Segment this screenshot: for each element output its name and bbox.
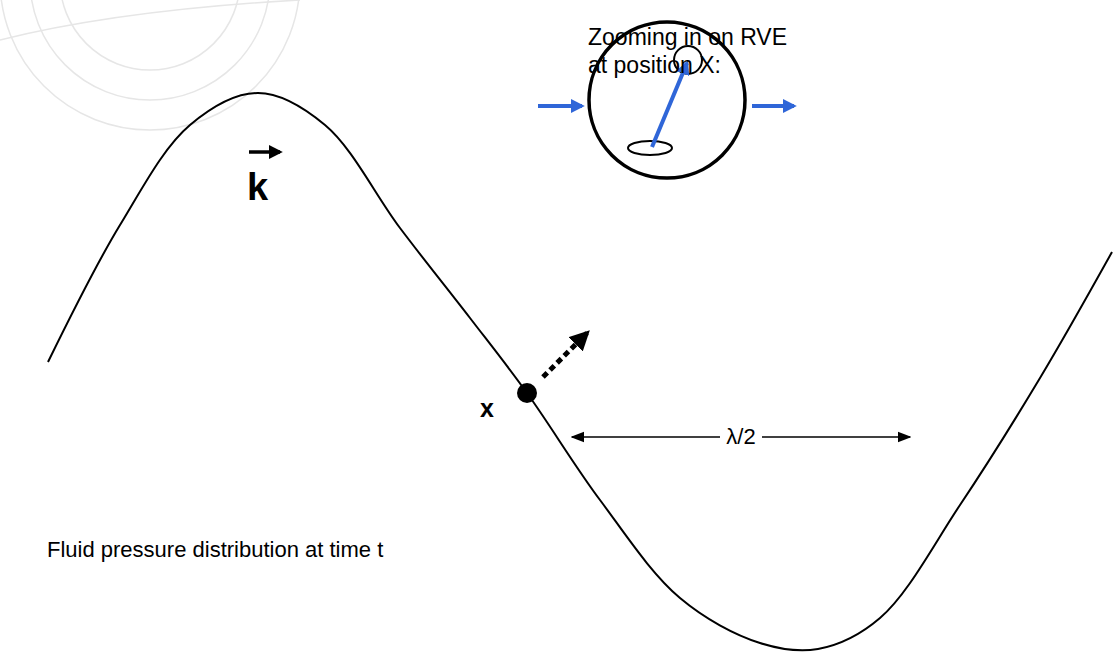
zoom-caption: Zooming in on RVE at position X: — [588, 24, 800, 79]
flow-arrow — [538, 104, 582, 108]
pore-ellipse — [628, 141, 672, 155]
watermark-arcs — [0, 0, 300, 130]
position-label: x — [480, 393, 494, 423]
dimension-label: λ/2 — [720, 424, 761, 450]
flow-arrow — [752, 104, 794, 108]
zoom-arrow — [543, 333, 587, 377]
vector-label: k — [247, 165, 268, 211]
vector-arrow — [249, 150, 280, 154]
caption-text: Fluid pressure distribution at time t — [47, 537, 383, 563]
pressure-wave — [48, 93, 1112, 650]
position-dot — [517, 383, 537, 403]
